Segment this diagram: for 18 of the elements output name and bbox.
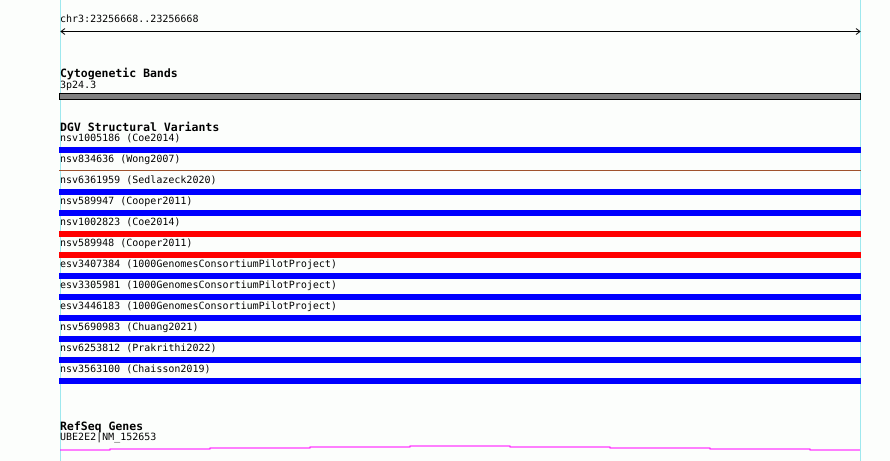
variant-label: nsv3563100 (Chaisson2019) (60, 364, 211, 376)
variant-label: nsv834636 (Wong2007) (60, 154, 180, 166)
coordinate-label: chr3:23256668..23256668 (60, 14, 198, 26)
variant-label: nsv6361959 (Sedlazeck2020) (60, 175, 217, 187)
variant-label: nsv6253812 (Prakrithi2022) (60, 343, 217, 355)
track-heading: RefSeq Genes (60, 420, 144, 433)
band-label: 3p24.3 (60, 80, 96, 92)
variant-label: nsv5690983 (Chuang2021) (60, 322, 198, 334)
variant-label: esv3407384 (1000GenomesConsortiumPilotProject) (60, 259, 337, 271)
gene-label: UBE2E2|NM_152653 (60, 432, 156, 444)
variant-label: esv3305981 (1000GenomesConsortiumPilotProject) (60, 280, 337, 292)
track-heading: DGV Structural Variants (60, 121, 220, 134)
variant-label: nsv589947 (Cooper2011) (60, 196, 192, 208)
variant-label: nsv589948 (Cooper2011) (60, 238, 192, 250)
track-heading: Cytogenetic Bands (60, 67, 178, 80)
variant-label: esv3446183 (1000GenomesConsortiumPilotProject) (60, 301, 337, 313)
variant-label: nsv1005186 (Coe2014) (60, 133, 180, 145)
variant-label: nsv1002823 (Coe2014) (60, 217, 180, 229)
